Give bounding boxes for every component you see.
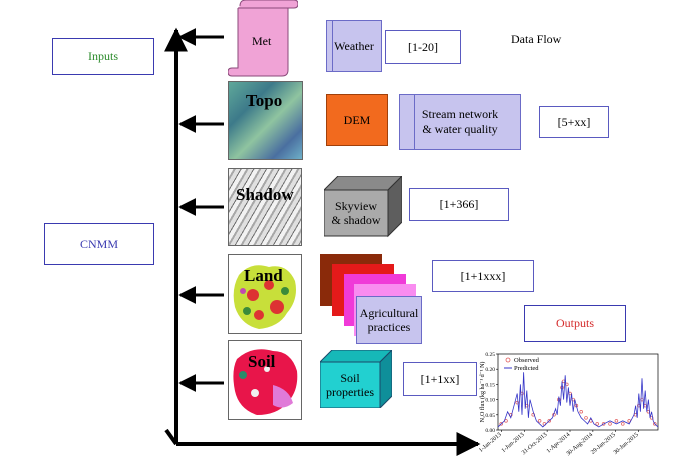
dem-label: DEM (343, 112, 371, 127)
topo-map-image (228, 81, 303, 160)
met-scroll-icon (228, 0, 298, 77)
skyview-cube (324, 176, 402, 238)
stream-box: Stream network & water quality (399, 94, 521, 150)
agri-label: Agricultural practices (359, 306, 419, 334)
observed-point (608, 422, 612, 426)
y-tick-label: 0.05 (485, 413, 495, 419)
y-tick-label: 0.00 (485, 428, 495, 434)
soil-map-image (228, 340, 302, 420)
weather-box: Weather (326, 20, 382, 72)
n2o-flux-chart: 0.000.050.100.150.200.251-Jan-20131-Jun-… (478, 352, 659, 457)
shadow-map-image (228, 168, 302, 246)
observed-point (584, 416, 588, 420)
legend-observed-marker (505, 357, 511, 363)
observed-point (601, 422, 606, 426)
land-map-image (228, 254, 302, 334)
observed-point (547, 419, 551, 423)
observed-point (621, 422, 625, 426)
observed-point (595, 422, 599, 426)
range-shadow: [1+366] (409, 188, 509, 221)
observed-point (499, 422, 503, 426)
soil-map-shape (233, 349, 298, 415)
y-tick-label: 0.10 (485, 398, 495, 404)
legend-observed-label: Observed (514, 357, 540, 364)
soil-label: Soil (248, 352, 276, 371)
observed-point (653, 422, 657, 426)
outputs-box: Outputs (524, 305, 626, 342)
y-tick-label: 0.15 (485, 382, 495, 388)
range-topo: [5+xx] (539, 106, 609, 138)
land-label: Land (244, 266, 283, 285)
range-land: [1+1xxx] (432, 260, 534, 292)
met-label: Met (252, 34, 272, 48)
land-map-shape (233, 265, 296, 329)
x-tick-label: 1-Jan-2013 (478, 432, 503, 454)
cnmm-box: CNMM (44, 223, 154, 265)
x-tick-label: 31-Oct-2013 (521, 432, 548, 456)
observed-point (537, 419, 542, 423)
range-met: [1-20] (385, 30, 461, 64)
inputs-box: Inputs (52, 38, 154, 75)
skyview-label: Skyview & shadow (331, 199, 381, 227)
y-tick-label: 0.20 (485, 367, 495, 373)
observed-point (515, 400, 519, 405)
soil-cube (320, 350, 392, 408)
y-axis-label: N₂O flux (kg ha⁻¹ d⁻¹ N) (479, 362, 486, 423)
soil-prop-label: Soil properties (326, 371, 374, 399)
legend-predicted-label: Predicted (514, 365, 539, 372)
observed-point (614, 419, 619, 423)
left-tick (164, 428, 178, 446)
topo-label: Topo (246, 91, 283, 110)
y-tick-label: 0.25 (485, 352, 495, 358)
diagram-title: Data Flow (511, 32, 562, 46)
range-soil: [1+1xx] (403, 362, 477, 396)
weather-edge (332, 20, 333, 72)
observed-point (579, 410, 583, 414)
predicted-line (497, 372, 659, 428)
agri-box: Agricultural practices (356, 296, 422, 344)
dem-box: DEM (326, 94, 388, 146)
x-tick-label: 30-Jun-2015 (613, 432, 640, 456)
stream-label: Stream network & water quality (421, 107, 499, 136)
weather-label: Weather (334, 38, 374, 53)
stream-edge (414, 94, 415, 150)
shadow-label: Shadow (236, 185, 294, 204)
